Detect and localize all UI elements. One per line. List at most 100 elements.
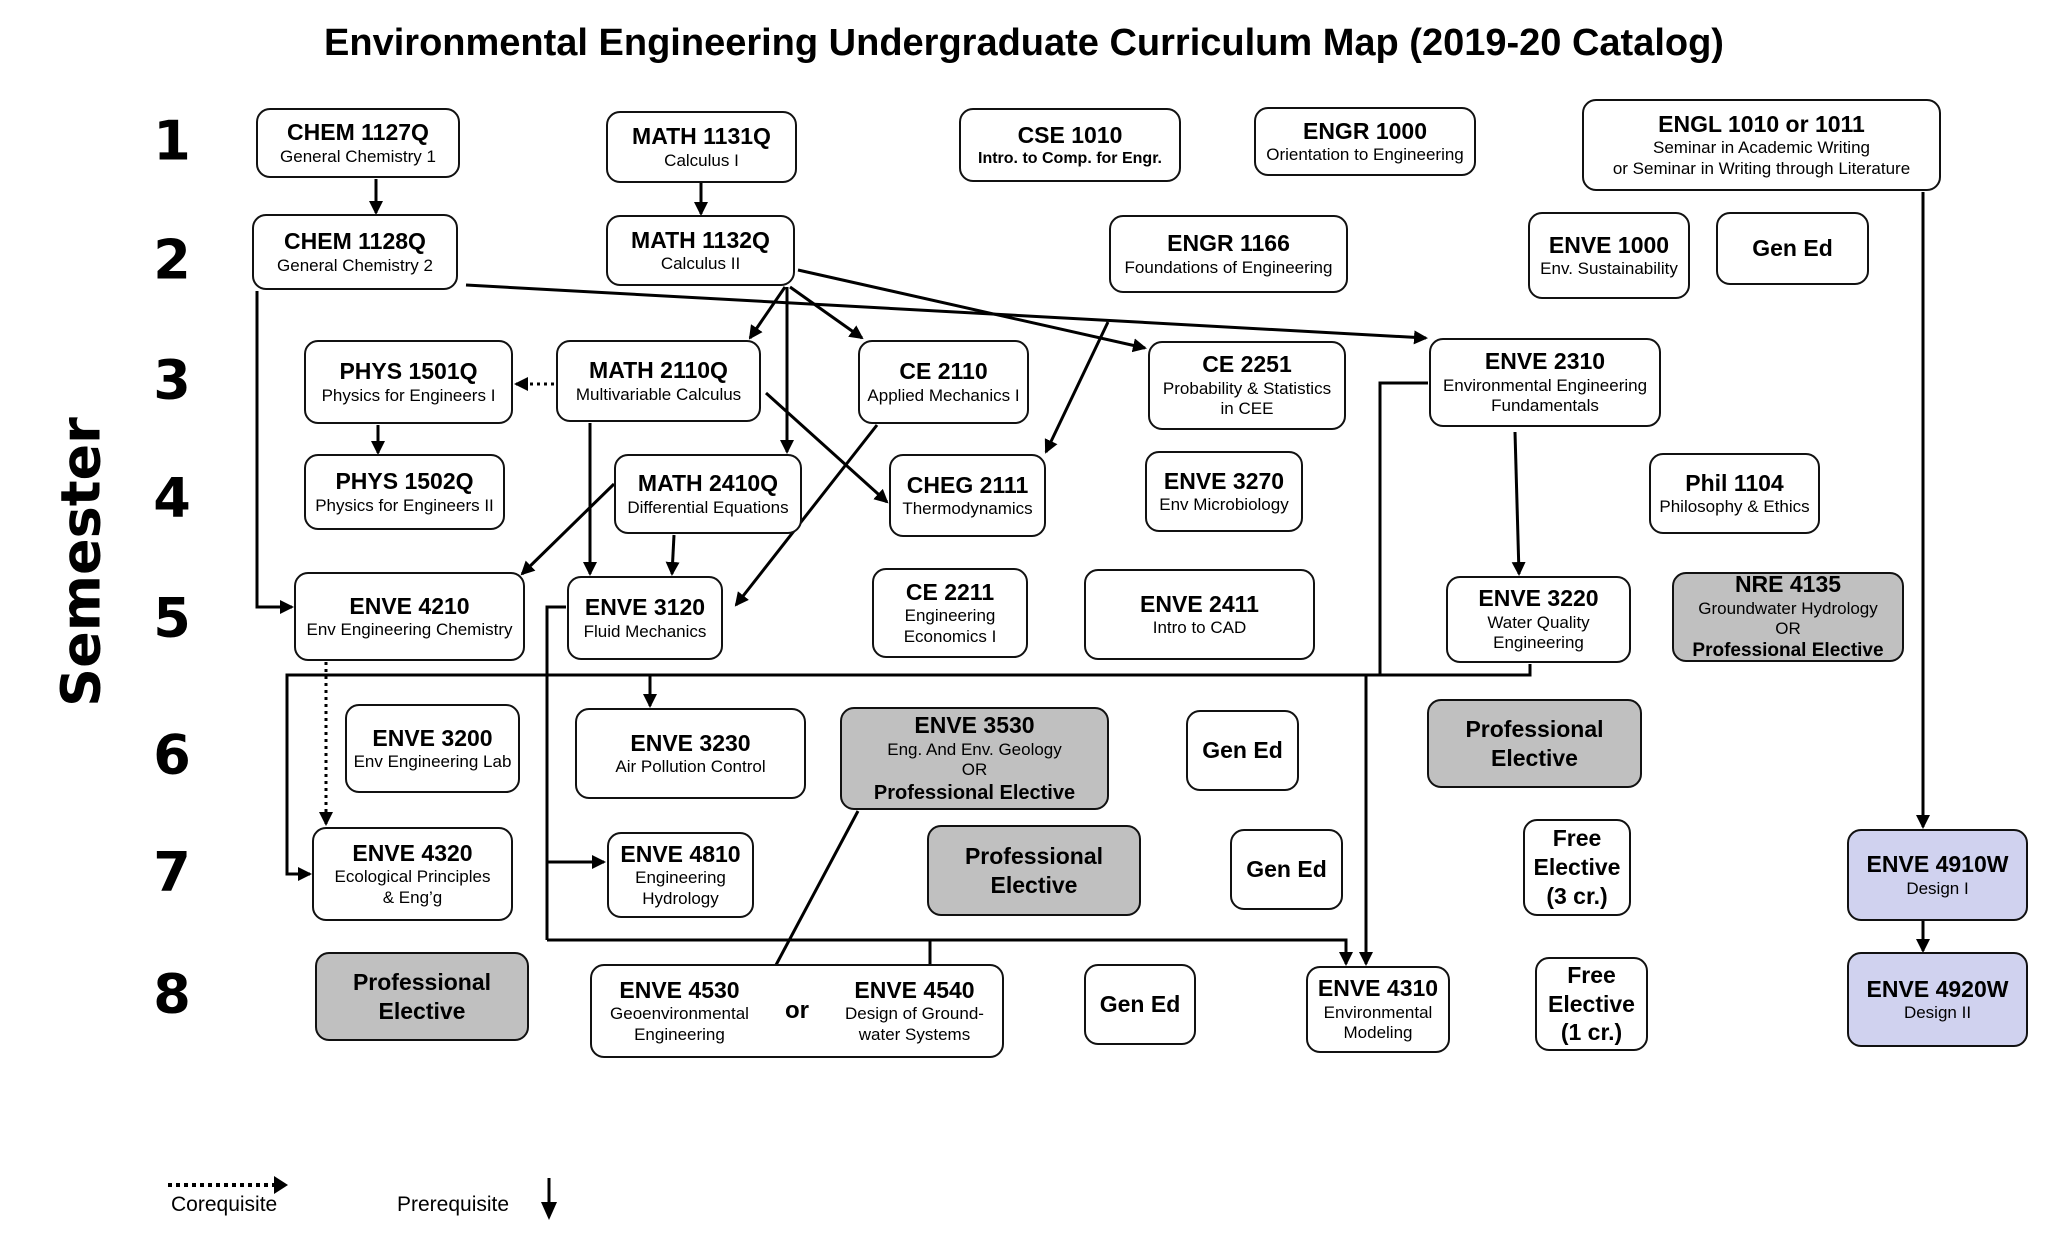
course-enve-3270[interactable]: ENVE 3270 Env Microbiology <box>1145 451 1303 532</box>
course-code: CHEM 1127Q <box>287 119 429 145</box>
free-elective-3cr[interactable]: Free Elective (3 cr.) <box>1523 819 1631 916</box>
gen-ed-semester-7[interactable]: Gen Ed <box>1230 829 1343 910</box>
course-enve-3220[interactable]: ENVE 3220 Water Quality Engineering <box>1446 576 1631 663</box>
course-name-line2: Hydrology <box>642 888 719 908</box>
course-math-1132q[interactable]: MATH 1132Q Calculus II <box>606 215 795 286</box>
course-code: CHEM 1128Q <box>284 228 426 254</box>
course-ce-2211[interactable]: CE 2211 Engineering Economics I <box>872 568 1028 658</box>
course-enve-4530[interactable]: ENVE 4530 Geoenvironmental Engineering <box>610 977 749 1045</box>
semester-label-7: 7 <box>153 840 191 904</box>
course-name-line1: Engineering <box>904 606 996 626</box>
gen-ed-semester-8[interactable]: Gen Ed <box>1084 964 1196 1045</box>
course-name: Eng. And Env. Geology <box>887 739 1062 759</box>
course-name: Physics for Engineers II <box>315 495 494 515</box>
professional-elective-semester-8[interactable]: Professional Elective <box>315 952 529 1041</box>
course-phil-1104[interactable]: Phil 1104 Philosophy & Ethics <box>1649 453 1820 534</box>
course-name-line1: Ecological Principles <box>334 867 491 887</box>
course-name: Design I <box>1906 878 1969 898</box>
course-enve-2310[interactable]: ENVE 2310 Environmental Engineering Fund… <box>1429 338 1661 427</box>
arrow-math2410-enve4210 <box>520 482 616 576</box>
professional-elective-semester-7[interactable]: Professional Elective <box>927 825 1141 916</box>
course-code: MATH 1132Q <box>631 226 770 253</box>
gen-ed-label: Gen Ed <box>1752 235 1833 262</box>
course-name-line2: in CEE <box>1220 399 1274 419</box>
course-enve-3200[interactable]: ENVE 3200 Env Engineering Lab <box>345 704 520 793</box>
course-code: CE 2110 <box>899 358 988 384</box>
page-title: Environmental Engineering Undergraduate … <box>324 22 1724 64</box>
course-name: Env. Sustainability <box>1540 259 1678 279</box>
course-engl-1010[interactable]: ENGL 1010 or 1011 Seminar in Academic Wr… <box>1582 99 1941 191</box>
elective-line1: Free <box>1567 961 1616 988</box>
course-name: Intro. to Comp. for Engr. <box>978 150 1162 168</box>
course-name-line1: Probability & Statistics <box>1162 378 1332 398</box>
course-enve-4810[interactable]: ENVE 4810 Engineering Hydrology <box>607 832 754 918</box>
course-code: PHYS 1502Q <box>335 468 474 494</box>
course-name-line1: Design of Ground- <box>845 1004 984 1024</box>
course-code: ENVE 4320 <box>352 839 473 866</box>
gen-ed-semester-2[interactable]: Gen Ed <box>1716 212 1869 285</box>
course-engr-1166[interactable]: ENGR 1166 Foundations of Engineering <box>1109 215 1348 293</box>
arrow-enve3120-enve4810 <box>545 605 566 940</box>
course-code: ENVE 4530 <box>619 976 740 1003</box>
elective-line2: Elective <box>378 997 466 1024</box>
course-code: ENGR 1000 <box>1302 117 1427 144</box>
course-code: CSE 1010 <box>1017 121 1123 148</box>
elective-line1: Professional <box>352 968 492 995</box>
arrow-chem1128-enve4210 <box>255 291 294 614</box>
course-code: PHYS 1501Q <box>339 358 478 384</box>
course-name: Multivariable Calculus <box>575 384 742 404</box>
course-enve-2411[interactable]: ENVE 2411 Intro to CAD <box>1084 569 1315 660</box>
course-code: ENVE 4920W <box>1866 975 2009 1002</box>
course-name: Applied Mechanics I <box>867 385 1020 405</box>
elective-credits: (3 cr.) <box>1546 882 1608 909</box>
course-code: CHEG 2111 <box>906 471 1029 498</box>
course-enve-3120[interactable]: ENVE 3120 Fluid Mechanics <box>567 576 723 660</box>
course-enve-4530-or-4540[interactable]: ENVE 4530 Geoenvironmental Engineering o… <box>590 964 1004 1058</box>
course-enve-4540[interactable]: ENVE 4540 Design of Ground- water System… <box>845 977 984 1045</box>
free-elective-1cr[interactable]: Free Elective (1 cr.) <box>1535 957 1648 1051</box>
course-code: ENVE 3270 <box>1163 467 1285 494</box>
course-ce-2110[interactable]: CE 2110 Applied Mechanics I <box>858 340 1029 424</box>
professional-elective-semester-6[interactable]: Professional Elective <box>1427 699 1642 788</box>
course-enve-4920w[interactable]: ENVE 4920W Design II <box>1847 952 2028 1047</box>
course-ce-2251[interactable]: CE 2251 Probability & Statistics in CEE <box>1148 341 1346 430</box>
course-math-2410q[interactable]: MATH 2410Q Differential Equations <box>614 454 802 534</box>
course-name-line2: Engineering <box>1493 633 1584 653</box>
course-enve-4310[interactable]: ENVE 4310 Environmental Modeling <box>1306 966 1450 1053</box>
course-name: Env Engineering Lab <box>353 752 512 772</box>
course-cse-1010[interactable]: CSE 1010 Intro. to Comp. for Engr. <box>959 108 1181 182</box>
course-enve-1000[interactable]: ENVE 1000 Env. Sustainability <box>1528 212 1690 299</box>
course-name: Env Microbiology <box>1159 495 1289 515</box>
arrow-enve3120-enve4310 <box>547 938 1353 966</box>
course-name: Groundwater Hydrology <box>1698 599 1878 619</box>
course-nre-4135[interactable]: NRE 4135 Groundwater Hydrology OR Profes… <box>1672 571 1904 662</box>
course-enve-4320[interactable]: ENVE 4320 Ecological Principles & Eng’g <box>312 827 513 921</box>
course-enve-4910w[interactable]: ENVE 4910W Design I <box>1847 829 2028 921</box>
elective-line2: Elective <box>1533 854 1621 881</box>
course-code: ENVE 3200 <box>372 724 493 751</box>
course-code: ENVE 4310 <box>1317 975 1439 1002</box>
course-enve-3230[interactable]: ENVE 3230 Air Pollution Control <box>575 708 806 799</box>
course-engr-1000[interactable]: ENGR 1000 Orientation to Engineering <box>1254 107 1476 176</box>
course-math-2110q[interactable]: MATH 2110Q Multivariable Calculus <box>556 340 761 422</box>
semester-label-2: 2 <box>153 228 191 292</box>
course-code: ENVE 4810 <box>620 840 741 867</box>
course-math-1131q[interactable]: MATH 1131Q Calculus I <box>606 111 797 183</box>
gen-ed-semester-6[interactable]: Gen Ed <box>1186 710 1299 791</box>
prerequisite-arrow-icon <box>541 1178 557 1220</box>
course-phys-1501q[interactable]: PHYS 1501Q Physics for Engineers I <box>304 340 513 424</box>
course-enve-4210[interactable]: ENVE 4210 Env Engineering Chemistry <box>294 572 525 661</box>
legend-corequisite: Corequisite <box>171 1193 278 1216</box>
course-code: CE 2251 <box>1202 351 1292 378</box>
course-chem-1128q[interactable]: CHEM 1128Q General Chemistry 2 <box>252 214 458 290</box>
course-cheg-2111[interactable]: CHEG 2111 Thermodynamics <box>889 454 1046 537</box>
course-chem-1127q[interactable]: CHEM 1127Q General Chemistry 1 <box>256 108 460 178</box>
course-code: ENGR 1166 <box>1167 230 1290 256</box>
course-name: Env Engineering Chemistry <box>306 620 513 640</box>
course-name-line1: Engineering <box>635 868 726 888</box>
course-name-line2: Modeling <box>1343 1023 1413 1043</box>
course-phys-1502q[interactable]: PHYS 1502Q Physics for Engineers II <box>304 454 505 530</box>
course-enve-3530[interactable]: ENVE 3530 Eng. And Env. Geology OR Profe… <box>840 707 1109 810</box>
or-label: or <box>784 996 809 1024</box>
course-name: Intro to CAD <box>1152 618 1247 638</box>
